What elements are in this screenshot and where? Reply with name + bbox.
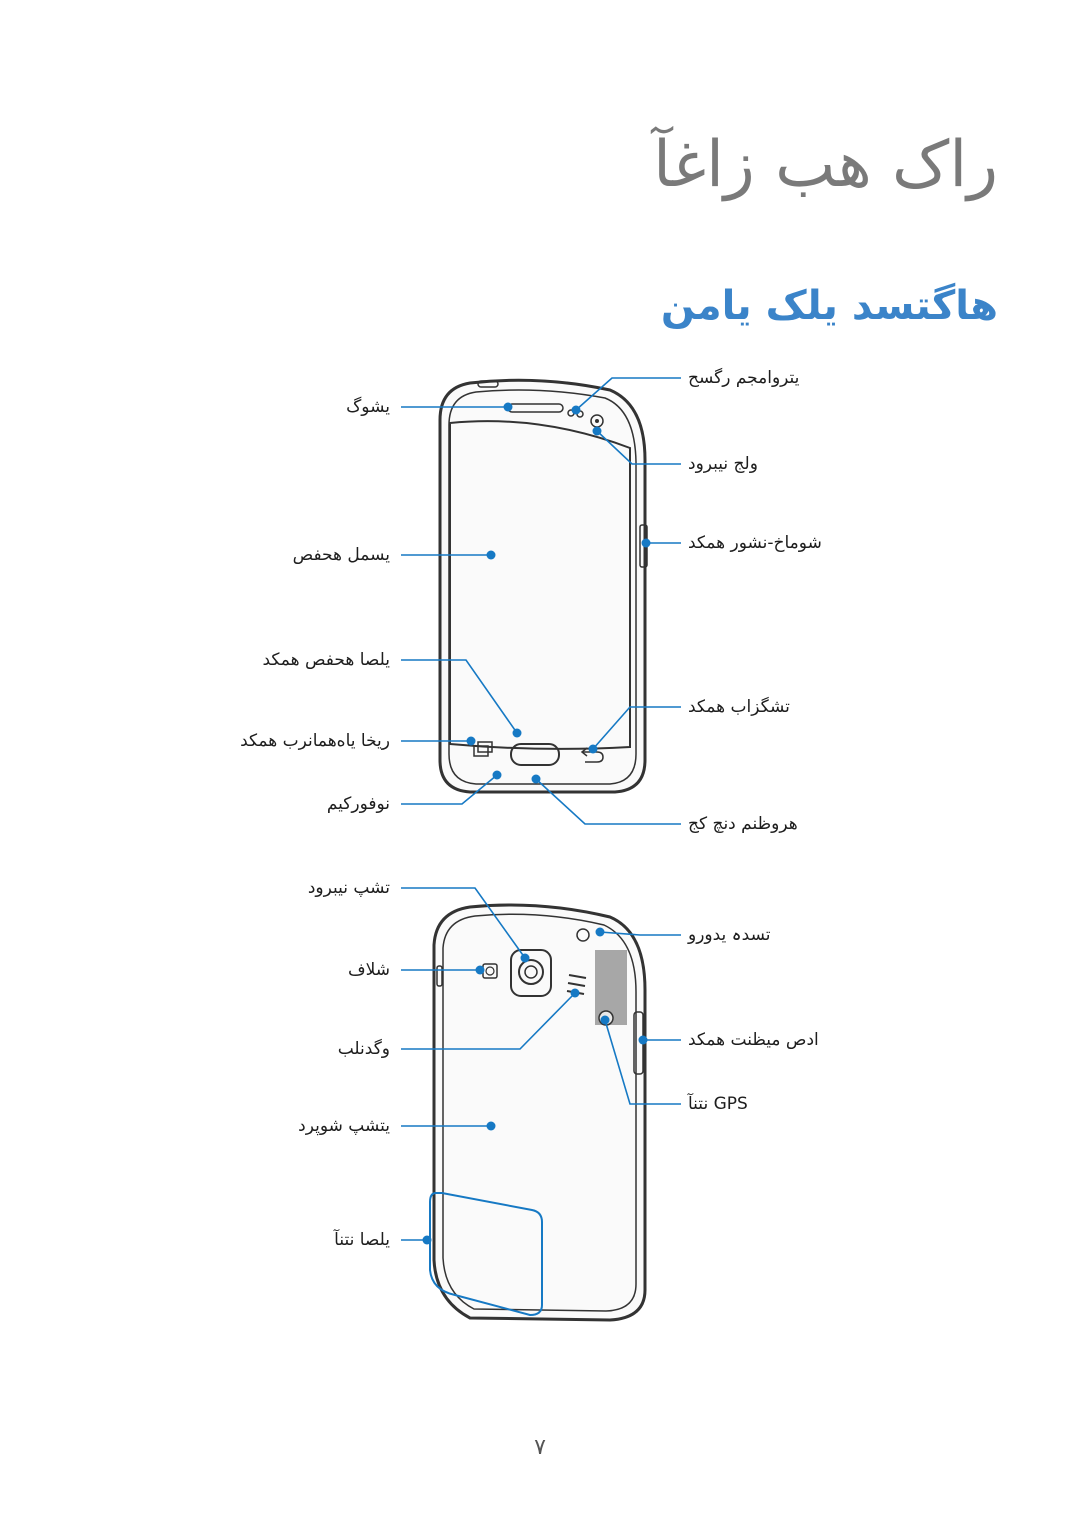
back-cover-marker [486,1121,496,1131]
label-power-button: شوماخ-نشور همکد [688,533,822,553]
flash-marker [475,965,485,975]
label-rear-camera: تشپ نیبرود [307,878,390,898]
section-title: هاگتسد یلک یامن [660,283,998,329]
label-touchscreen: یسمل هحفص [292,545,390,565]
front-camera-marker [592,426,602,436]
proximity-sensor-marker [571,405,581,415]
label-speaker: وگدنلب [337,1039,390,1059]
touchscreen-marker [486,550,496,560]
headset-jack-marker [531,774,541,784]
label-earpiece: یشوگ [346,397,390,417]
microphone-marker [492,770,502,780]
label-headset-jack: هروظنم دنچ کج [688,814,798,834]
label-back-button: تشگزاب همکد [688,697,790,717]
label-front-camera: ولج نیبرود [688,454,758,474]
label-proximity-sensor: یتروامجم رگسح [688,368,800,388]
speaker-marker [570,988,580,998]
home-button-marker [512,728,522,738]
label-home-button: یلصا هحفص همکد [262,650,390,670]
power-button-marker [641,538,651,548]
label-volume-button: ادص میظنت همکد [688,1030,819,1050]
page-title: راک هب زاغآ [653,128,998,202]
earpiece-marker [503,402,513,412]
label-flash: شلاف [347,960,390,980]
page-number: ۷ [534,1435,546,1460]
label-strap-hole: تسدہ یدورو [688,925,771,945]
back-callout-dots [422,927,648,1245]
back-phone-illustration [432,903,647,1322]
recent-apps-marker [466,736,476,746]
main-antenna-marker [422,1235,432,1245]
rear-camera-marker [520,953,530,963]
back-button-marker [588,744,598,754]
label-microphone: نوفورکیم [326,794,390,814]
strap-hole-marker [595,927,605,937]
label-main-antenna: یلصا نتنآ [334,1230,390,1250]
volume-button-marker [638,1035,648,1045]
back-callout-lines [401,887,681,1317]
label-gps-antenna: GPS نتنآ [688,1094,748,1114]
label-back-cover: یتشپ شوپرد [298,1116,390,1136]
front-callout-dots [466,402,651,784]
gps-antenna-marker [600,1015,610,1025]
label-recent-apps-button: ریخا یاه‌همانرب همکد [240,731,390,751]
front-phone-illustration [438,378,648,794]
front-callout-lines [401,377,681,825]
